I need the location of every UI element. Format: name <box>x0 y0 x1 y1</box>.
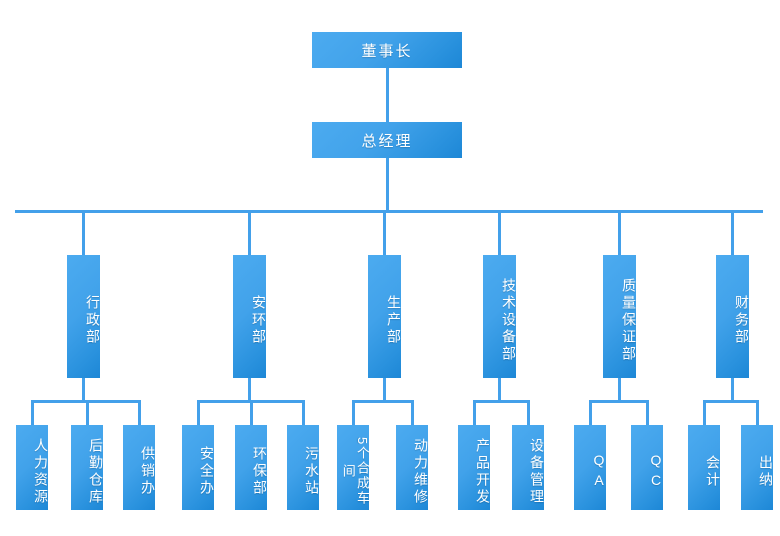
connector-bus-to-dept-6 <box>731 210 734 255</box>
node-unit-cashier[interactable]: 出纳 <box>741 425 773 510</box>
connector-department-bus <box>15 210 763 213</box>
connector-bus-to-dept-2 <box>248 210 251 255</box>
connector-bus-to-dept-5 <box>618 210 621 255</box>
node-unit-qa[interactable]: QA <box>574 425 606 510</box>
node-unit-qc[interactable]: QC <box>631 425 663 510</box>
connector-chairman-to-gm <box>386 68 389 122</box>
connector-dept4-child1 <box>473 400 476 425</box>
node-unit-five-synthesis-workshops[interactable]: 5个合成车间 <box>337 425 369 510</box>
connector-dept4-bracket <box>473 400 530 403</box>
connector-dept1-child2 <box>86 400 89 425</box>
connector-dept2-child1 <box>197 400 200 425</box>
connector-dept3-child1 <box>352 400 355 425</box>
node-department-finance[interactable]: 财务部 <box>716 255 749 378</box>
connector-bus-to-dept-4 <box>498 210 501 255</box>
node-unit-logistics-warehouse[interactable]: 后勤仓库 <box>71 425 103 510</box>
node-department-quality-assurance[interactable]: 质量保证部 <box>603 255 636 378</box>
node-unit-environmental-protection[interactable]: 环保部 <box>235 425 267 510</box>
connector-gm-to-bus <box>386 158 389 211</box>
node-unit-power-maintenance[interactable]: 动力维修 <box>396 425 428 510</box>
node-unit-product-development[interactable]: 产品开发 <box>458 425 490 510</box>
node-department-production[interactable]: 生产部 <box>368 255 401 378</box>
node-department-technical-equipment[interactable]: 技术设备部 <box>483 255 516 378</box>
node-department-administration[interactable]: 行政部 <box>67 255 100 378</box>
node-unit-safety-office[interactable]: 安全办 <box>182 425 214 510</box>
connector-dept6-child1 <box>703 400 706 425</box>
node-unit-supply-marketing-office[interactable]: 供销办 <box>123 425 155 510</box>
node-general-manager[interactable]: 总经理 <box>312 122 462 158</box>
connector-dept5-child1 <box>589 400 592 425</box>
connector-dept2-child2 <box>250 400 253 425</box>
connector-dept3-child2 <box>411 400 414 425</box>
connector-dept1-child3 <box>138 400 141 425</box>
connector-dept3-bracket <box>352 400 414 403</box>
connector-dept5-child2 <box>646 400 649 425</box>
connector-dept1-child1 <box>31 400 34 425</box>
connector-dept3-stem <box>383 378 386 402</box>
connector-dept6-stem <box>731 378 734 402</box>
connector-bus-to-dept-3 <box>383 210 386 255</box>
connector-dept5-bracket <box>589 400 649 403</box>
node-department-safety-environment[interactable]: 安环部 <box>233 255 266 378</box>
connector-dept6-bracket <box>703 400 759 403</box>
node-chairman[interactable]: 董事长 <box>312 32 462 68</box>
connector-dept6-child2 <box>756 400 759 425</box>
connector-dept4-child2 <box>527 400 530 425</box>
node-unit-human-resources[interactable]: 人力资源 <box>16 425 48 510</box>
connector-dept2-child3 <box>302 400 305 425</box>
node-unit-equipment-management[interactable]: 设备管理 <box>512 425 544 510</box>
connector-dept2-stem <box>248 378 251 402</box>
connector-dept5-stem <box>618 378 621 402</box>
connector-dept1-stem <box>82 378 85 402</box>
node-unit-wastewater-station[interactable]: 污水站 <box>287 425 319 510</box>
connector-dept4-stem <box>498 378 501 402</box>
connector-bus-to-dept-1 <box>82 210 85 255</box>
node-unit-accounting[interactable]: 会计 <box>688 425 720 510</box>
